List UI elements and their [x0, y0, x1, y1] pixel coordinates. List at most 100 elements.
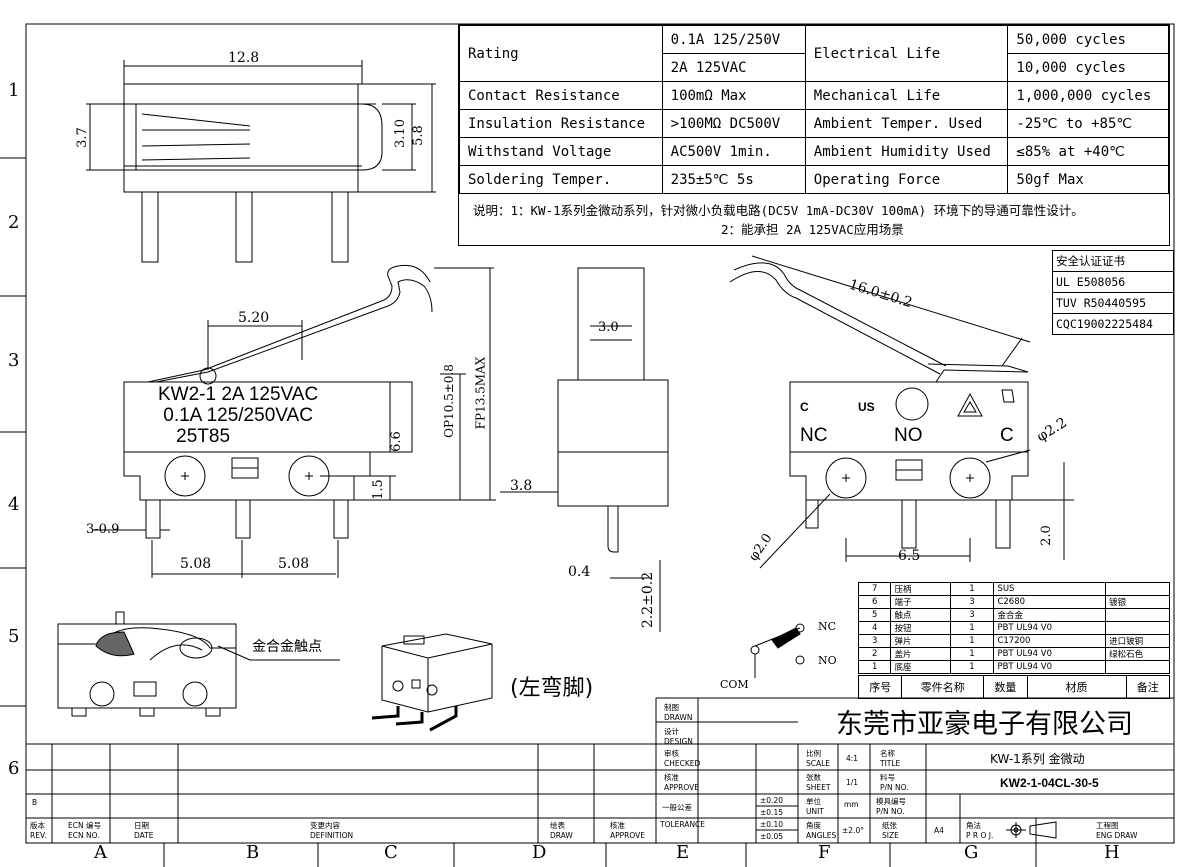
spec-cell: Rating: [459, 25, 663, 82]
company-name: 东莞市亚豪电子有限公司: [836, 709, 1133, 740]
terminal-c: C: [1000, 425, 1014, 446]
spec-cell: Soldering Temper.: [459, 165, 663, 194]
lbl-mold: 模具编号: [876, 797, 906, 806]
bom-cell: 镀银: [1105, 595, 1170, 609]
lbl-eng: 工程图: [1096, 821, 1119, 830]
ul-mark-us: US: [858, 400, 875, 414]
row-label: 4: [8, 494, 20, 515]
row-label: 3: [8, 350, 20, 371]
back-view: [729, 255, 1074, 569]
bom-header-no: 序号: [857, 675, 903, 699]
spec-cell: Contact Resistance: [459, 81, 663, 110]
lbl-approve-en: APPROVE: [664, 783, 700, 792]
lbl-angle-en: ANGLES: [806, 831, 837, 840]
bom-cell: 弹片: [890, 634, 951, 648]
lbl-sheet-en: SHEET: [806, 783, 831, 792]
dim-3-10: 3.10: [392, 119, 408, 148]
lbl-name-en: TITLE: [880, 759, 901, 768]
lbl-design-en: DESIGN: [664, 737, 693, 746]
gold-contact-label: 金合金触点: [252, 639, 322, 655]
bom-cell: [1105, 582, 1170, 596]
drawing-title: KW-1系列 金微动: [990, 752, 1085, 766]
bom-cell: [1105, 621, 1170, 635]
dim-3-0-9: 3-0.9: [86, 522, 120, 537]
body-marking-line1: KW2-1 2A 125VAC: [158, 384, 319, 405]
spec-cell: Insulation Resistance: [459, 109, 663, 138]
lbl-ecn-en: ECN NO.: [68, 831, 100, 840]
lbl-scale: 比例: [806, 749, 821, 758]
lbl-approve2: 核准: [610, 821, 625, 830]
bom-cell: 绿松石色: [1105, 647, 1170, 661]
spec-cell: -25℃ to +85℃: [1007, 109, 1169, 138]
bom-cell: 盖片: [890, 647, 951, 661]
bom-cell: 底座: [890, 660, 951, 674]
switch-schematic: [750, 623, 805, 678]
gold-contact-section: [57, 611, 340, 717]
angle-value: ±2.0°: [842, 826, 864, 835]
left-bend-label: (左弯脚): [510, 676, 594, 701]
row-label: 6: [8, 758, 20, 779]
size-value: A4: [934, 826, 944, 835]
bom-cell: 端子: [890, 595, 951, 609]
spec-cell: 100mΩ Max: [661, 81, 806, 110]
bom-cell: 7: [857, 582, 892, 596]
row-label: 1: [8, 80, 20, 101]
lbl-general-tol: 一般公差: [662, 803, 692, 812]
cert-ul: UL E508056: [1053, 272, 1173, 293]
column-label: F: [818, 842, 831, 863]
body-marking-line3: 25T85: [176, 426, 231, 447]
dim-3-0: 3.0: [598, 320, 619, 335]
ul-mark-c: C: [800, 400, 809, 414]
tol-3: ±0.10: [760, 820, 783, 829]
column-label: G: [964, 842, 979, 863]
bom-cell: 1: [949, 634, 995, 648]
bom-cell: 2: [857, 647, 892, 661]
bom-cell: 1: [949, 647, 995, 661]
scale-value: 4:1: [846, 754, 859, 763]
cert-title: 安全认证证书: [1053, 251, 1173, 272]
dim-3-8: 3.8: [510, 478, 533, 494]
bom-cell: 6: [857, 595, 892, 609]
lbl-change: 变更内容: [310, 821, 340, 830]
dim-2-0: 2.0: [1038, 525, 1054, 546]
safety-certificates: 安全认证证书 UL E508056 TUV R50440595 CQC19002…: [1052, 250, 1174, 335]
bom-cell: 3: [949, 608, 995, 622]
bom-cell: PBT UL94 V0: [993, 647, 1107, 661]
lbl-drawn: 制图: [664, 703, 679, 712]
bom-header-material: 材质: [1026, 675, 1127, 699]
spec-cell: Electrical Life: [804, 25, 1009, 82]
lbl-date-en: DATE: [134, 831, 154, 840]
bom-cell: PBT UL94 V0: [993, 660, 1107, 674]
bom-cell: 按钮: [890, 621, 951, 635]
bom-cell: 压柄: [890, 582, 951, 596]
lbl-pn: 料号: [880, 773, 895, 782]
dim-5-8: 5.8: [410, 125, 426, 146]
lbl-eng-en: ENG DRAW: [1096, 831, 1138, 840]
dim-6-5: 6.5: [898, 548, 921, 564]
column-label: E: [676, 842, 690, 863]
spec-cell: 1,000,000 cycles: [1007, 81, 1169, 110]
spec-cell: 50,000 cycles: [1007, 25, 1169, 54]
lbl-date: 日期: [134, 821, 149, 830]
lbl-tolerance-en: TOLERANCE: [660, 820, 706, 829]
dim-2-2: 2.2±0.2: [640, 571, 657, 629]
dim-5-08-right: 5.08: [278, 556, 310, 572]
zone-ticks: [0, 157, 1174, 867]
title-block-grid: [26, 697, 1174, 843]
bom-cell: 进口铍铜: [1105, 634, 1170, 648]
lbl-drawn-en: DRAWN: [664, 713, 693, 722]
tol-1: ±0.20: [760, 796, 783, 805]
terminal-no: NO: [894, 425, 923, 446]
lbl-approve: 核准: [664, 773, 679, 782]
column-label: D: [532, 842, 547, 863]
